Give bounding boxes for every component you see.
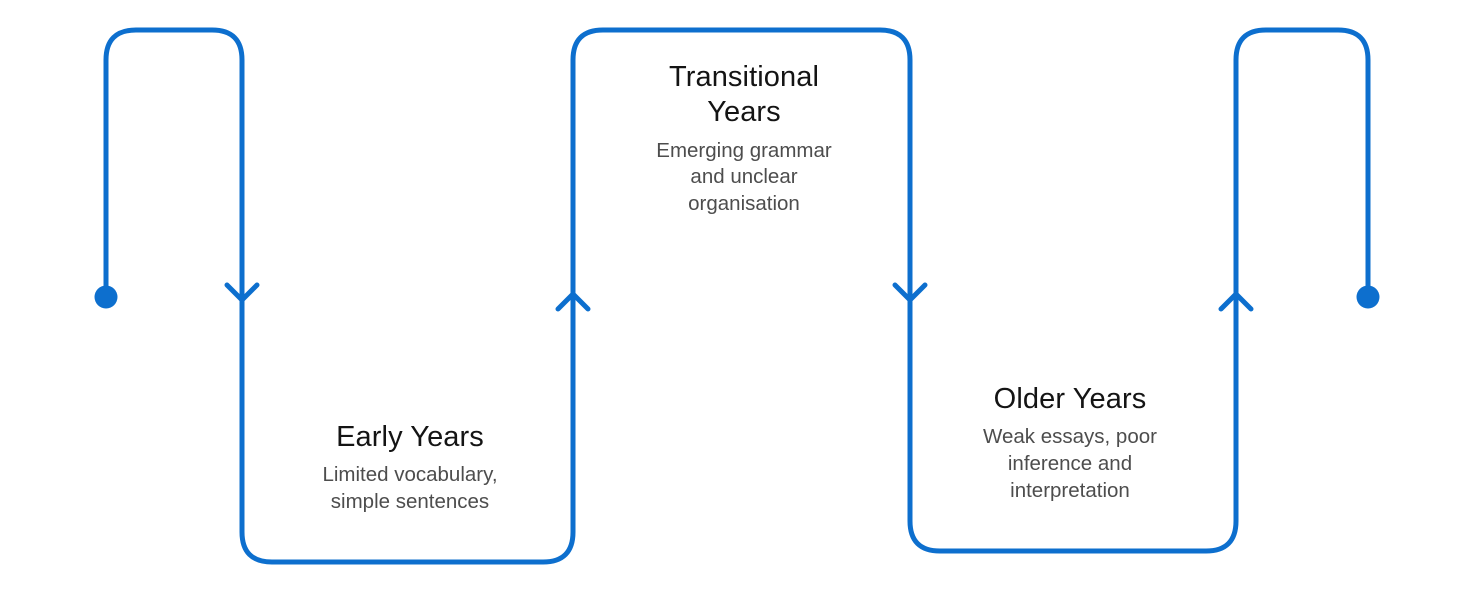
path-segment-3 [570,27,913,300]
arrowhead-up-1 [555,291,591,312]
arrowhead-up-2 [1218,291,1254,312]
path-segment-5 [1233,27,1371,297]
path-segment-4 [907,294,1239,554]
stage-title-transitional: Transitional Years [668,61,820,129]
stage-description-early: Limited vocabulary, simple sentences [322,463,498,514]
stage-description-transitional: Emerging grammar and unclear organisatio… [656,138,832,216]
stage-title-older: Older Years [993,383,1147,415]
stage-label-early: Early Years Limited vocabulary, simple s… [290,420,530,516]
end-dot [1356,285,1380,309]
stage-description-older: Weak essays, poor inference and interpre… [983,425,1157,502]
start-dot [94,285,118,309]
arrowhead-down-2 [892,282,928,303]
arrowhead-down-1 [224,282,260,303]
stage-label-transitional: Transitional Years Emerging grammar and … [624,60,864,218]
path-segment-2 [239,294,576,565]
stage-title-early: Early Years [336,421,484,453]
stage-label-older: Older Years Weak essays, poor inference … [950,382,1190,504]
path-segment-1 [103,27,245,300]
